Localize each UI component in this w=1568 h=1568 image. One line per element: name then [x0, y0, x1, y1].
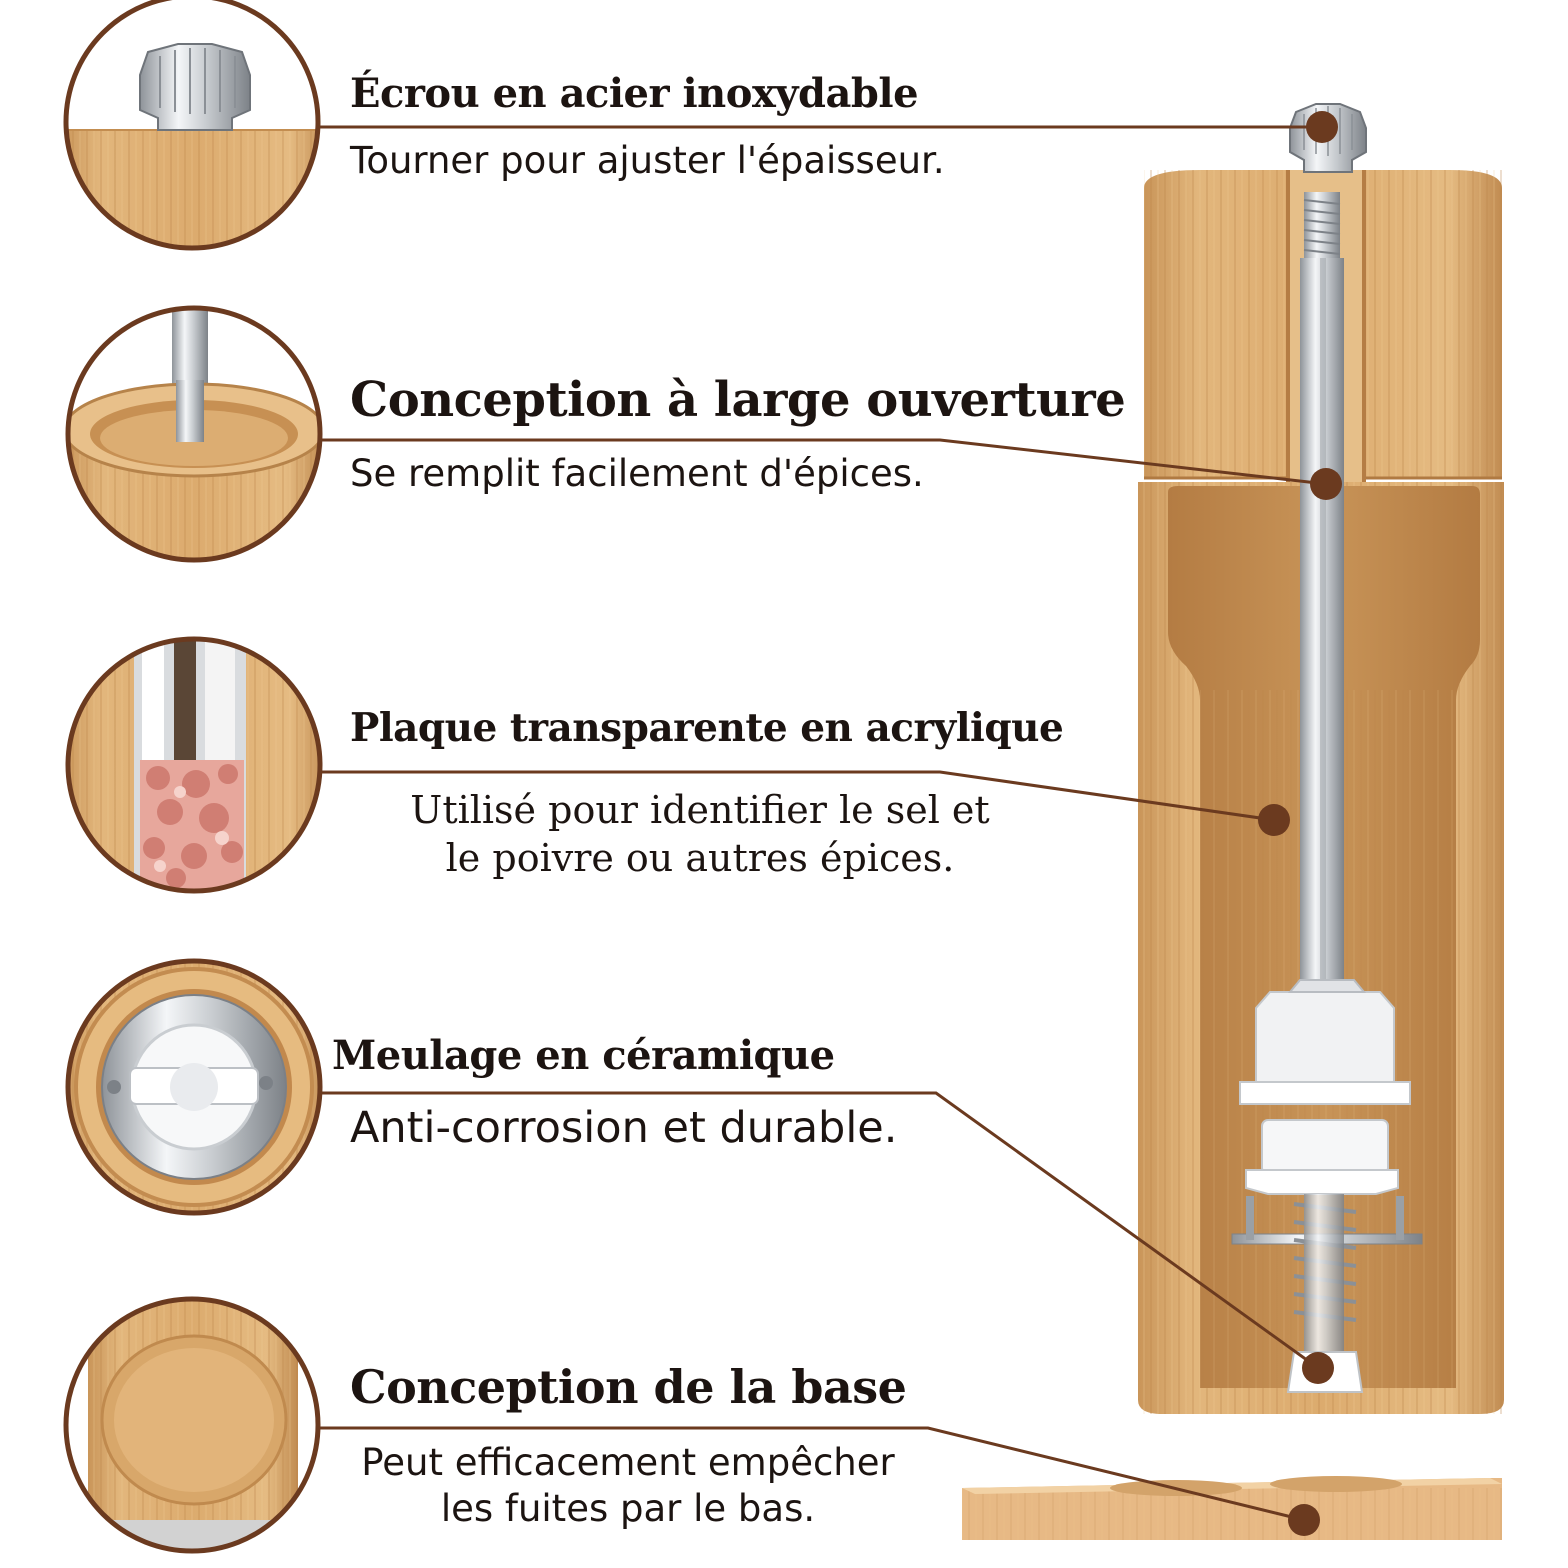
leader-line-base	[318, 1426, 1305, 1522]
wide-opening-detail-icon	[65, 305, 323, 563]
base-detail-icon	[63, 1296, 321, 1554]
feature-desc-base-line-2: les fuites par le bas.	[440, 1487, 816, 1530]
acrylic-window-detail-icon	[65, 636, 323, 894]
callout-dot-nut	[1306, 111, 1338, 143]
feature-title-acrylic: Plaque transparente en acrylique	[350, 705, 1064, 751]
feature-desc-acrylic-line-2: le poivre ou autres épices.	[445, 836, 955, 880]
callout-dot-ceramic	[1302, 1352, 1334, 1384]
leader-line-ceramic	[318, 1091, 1319, 1370]
stainless-nut-detail-icon	[63, 0, 321, 251]
callout-dot-base	[1288, 1504, 1320, 1536]
feature-title-ceramic: Meulage en céramique	[332, 1032, 835, 1079]
feature-title-nut: Écrou en acier inoxydable	[350, 70, 919, 117]
pepper-grinder-illustration	[962, 103, 1504, 1540]
feature-desc-ceramic: Anti-corrosion et durable.	[350, 1103, 898, 1153]
leader-line-opening	[318, 438, 1327, 486]
feature-desc-nut: Tourner pour ajuster l'épaisseur.	[350, 139, 945, 182]
callout-dots	[1258, 111, 1342, 1536]
ceramic-grinder-detail-icon	[65, 958, 323, 1216]
feature-desc-base-line-1: Peut efficacement empêcher	[361, 1441, 895, 1484]
callout-leader-lines	[318, 125, 1327, 1522]
feature-desc-acrylic-line-1: Utilisé pour identifier le sel et	[410, 788, 990, 832]
feature-desc-base: Peut efficacement empêcher les fuites pa…	[328, 1440, 928, 1532]
feature-desc-acrylic: Utilisé pour identifier le sel et le poi…	[350, 786, 1050, 882]
callout-dot-opening	[1310, 468, 1342, 500]
callout-dot-acrylic	[1258, 804, 1290, 836]
leader-line-acrylic	[318, 770, 1275, 822]
feature-title-opening: Conception à large ouverture	[350, 372, 1126, 428]
feature-desc-opening: Se remplit facilement d'épices.	[350, 452, 924, 495]
feature-title-base: Conception de la base	[350, 1360, 907, 1414]
